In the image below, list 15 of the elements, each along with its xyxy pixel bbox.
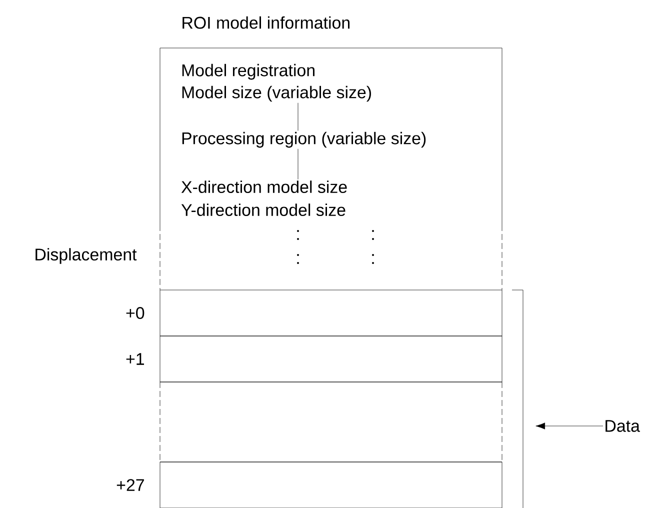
data-row [160, 290, 502, 336]
offset-label: +0 [126, 307, 144, 319]
field-text: Model size (variable size) [182, 86, 371, 102]
data-row [160, 462, 502, 508]
offset-label: +1 [126, 353, 144, 365]
field-text: Y-direction model size [181, 204, 346, 216]
data-label: Data [606, 420, 640, 432]
field-text: Model registration [182, 64, 314, 80]
axis-label: Displacement [36, 248, 137, 264]
field-text: X-direction model size [181, 180, 347, 194]
offset-label: +27 [116, 479, 144, 491]
field-text: Processing region (variable size) [182, 132, 426, 148]
data-row [160, 382, 502, 462]
data-row [160, 336, 502, 382]
arrow [536, 422, 604, 430]
